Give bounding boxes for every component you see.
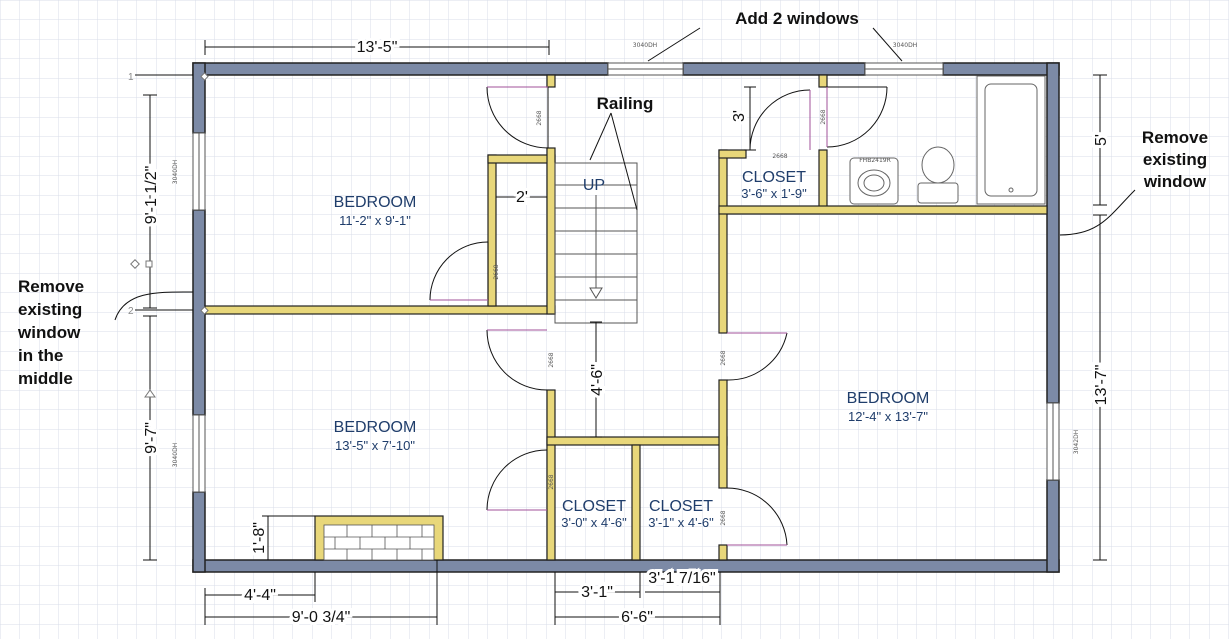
closet-b2-size: 3'-1" x 4'-6" (648, 515, 714, 530)
bedroom-e-size: 12'-4" x 13'-7" (848, 409, 928, 424)
dim-bottom-9-0: 9'-0 3/4" (292, 609, 351, 626)
bedroom-nw-size: 11'-2" x 9'-1" (339, 213, 411, 228)
tag-door-8: 2668 (720, 510, 727, 525)
closet-b1-size: 3'-0" x 4'-6" (561, 515, 627, 530)
tag-door-5: 2668 (548, 352, 555, 367)
tag-window-right: 3042DH (1073, 430, 1080, 454)
tag-window-top-1: 3040DH (633, 42, 657, 49)
dim-hall-4-6: 4'-6" (589, 364, 606, 396)
dim-closet-3: 3' (731, 110, 748, 122)
note-remove-right-line3: window (1143, 172, 1207, 191)
toilet-bowl (921, 146, 955, 184)
bedroom-sw-size: 13'-5" x 7'-10" (335, 438, 415, 453)
closet-top-name: CLOSET (742, 169, 806, 186)
dim-bench-1-8: 1'-8" (251, 522, 268, 554)
dim-right-lower: 13'-7" (1093, 365, 1110, 406)
dim-right-upper: 5' (1093, 134, 1110, 146)
dim-stair-2: 2' (516, 189, 528, 206)
note-remove-right-line1: Remove (1142, 128, 1208, 147)
stair-label: UP (583, 177, 605, 194)
marker-2: 2 (128, 306, 134, 317)
tag-door-6: 2668 (720, 350, 727, 365)
dim-bottom-3-1: 3'-1" (581, 584, 613, 601)
dim-bottom-3-1-7-16: 3'-1 7/16" (648, 570, 715, 587)
note-remove-left-line3: window (17, 323, 81, 342)
tag-door-1: 2668 (536, 110, 543, 125)
dim-top-width: 13'-5" (357, 39, 398, 56)
note-remove-right-line2: existing (1143, 150, 1207, 169)
tag-door-7: 2668 (548, 474, 555, 489)
dim-left-upper: 9'-1 1/2" (143, 166, 160, 225)
tag-door-4: 2668 (820, 109, 827, 124)
bedroom-sw-name: BEDROOM (334, 419, 417, 436)
dim-bottom-6-6: 6'-6" (621, 609, 653, 626)
tag-door-2: 2668 (493, 264, 500, 279)
bedroom-e-name: BEDROOM (847, 390, 930, 407)
closet-top-size: 3'-6" x 1'-9" (741, 186, 807, 201)
toilet-tank (917, 182, 959, 204)
windows (192, 62, 1060, 493)
marker-1: 1 (128, 72, 134, 83)
dimension-lines (135, 40, 1107, 625)
tag-window-top-2: 3040DH (893, 42, 917, 49)
tag-window-left-2: 3040DH (172, 443, 179, 467)
closet-b1-name: CLOSET (562, 498, 626, 515)
annotation-leaders (114, 27, 1136, 321)
bedroom-nw-name: BEDROOM (334, 194, 417, 211)
tag-vanity: FHB2419R (859, 157, 891, 164)
bathroom-fixtures (849, 75, 1046, 205)
note-remove-left-line2: existing (18, 300, 82, 319)
note-remove-left-line5: middle (18, 369, 73, 388)
tag-door-3: 2668 (772, 153, 787, 160)
dim-bottom-4-4: 4'-4" (244, 587, 276, 604)
dim-left-lower: 9'-7" (143, 422, 160, 454)
tag-window-left-1: 3040DH (172, 160, 179, 184)
note-remove-left-line1: Remove (18, 277, 84, 296)
note-railing: Railing (597, 94, 654, 113)
bench-brick (323, 524, 435, 561)
note-add-windows: Add 2 windows (735, 9, 859, 28)
doors (429, 86, 888, 546)
closet-b2-name: CLOSET (649, 498, 713, 515)
note-remove-left-line4: in the (18, 346, 63, 365)
